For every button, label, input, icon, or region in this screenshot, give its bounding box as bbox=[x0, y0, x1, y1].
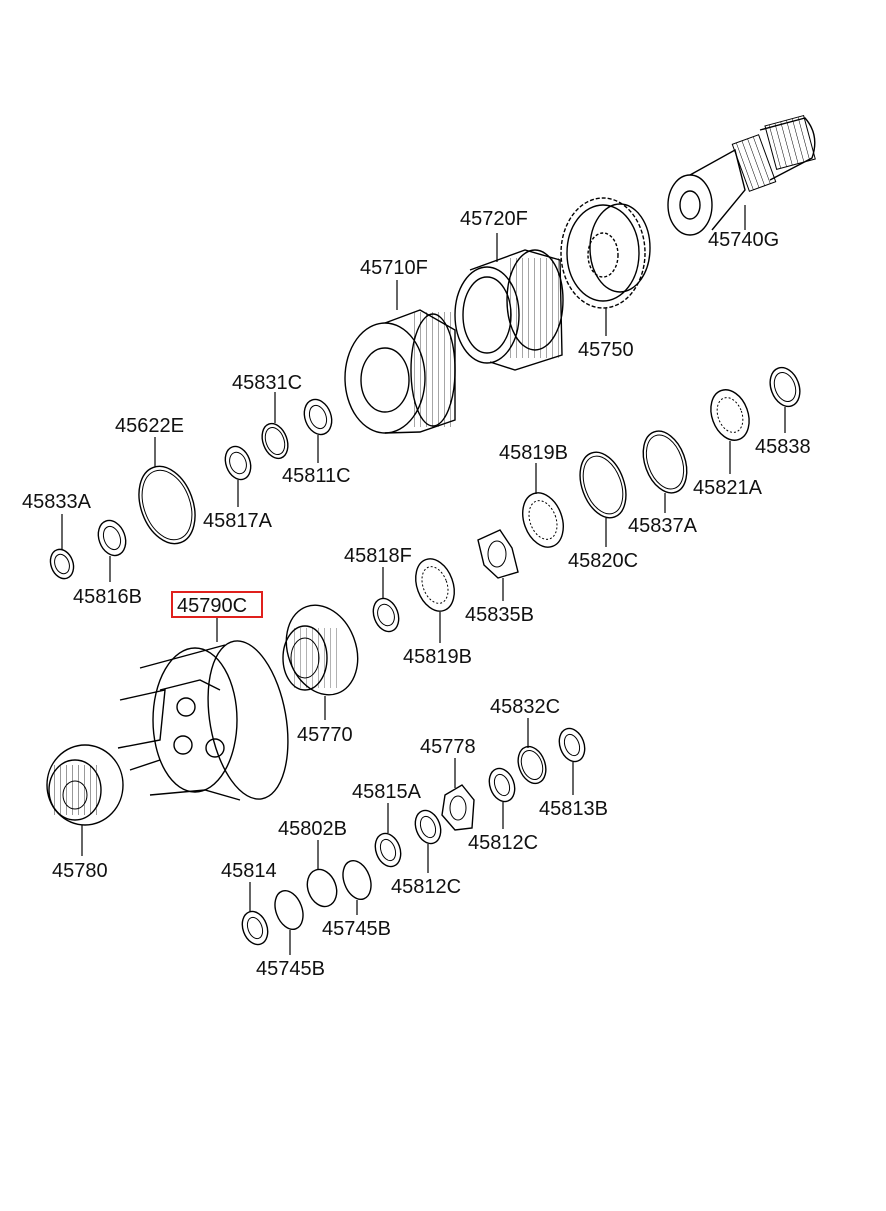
label-45835B[interactable]: 45835B bbox=[465, 604, 534, 626]
part-45819B-bearing-top[interactable] bbox=[516, 487, 571, 553]
part-45802B-plate[interactable] bbox=[302, 865, 341, 910]
part-45815A-bearing[interactable] bbox=[371, 830, 405, 870]
label-45833A[interactable]: 45833A bbox=[22, 491, 92, 513]
part-45818F-bearing[interactable] bbox=[369, 595, 403, 635]
label-45812C-right[interactable]: 45812C bbox=[468, 832, 538, 854]
highlight-box bbox=[171, 591, 263, 618]
label-45720F[interactable]: 45720F bbox=[460, 208, 528, 230]
part-45814-bearing[interactable] bbox=[238, 908, 272, 948]
label-45832C[interactable]: 45832C bbox=[490, 696, 560, 718]
label-45813B[interactable]: 45813B bbox=[539, 798, 608, 820]
label-45814[interactable]: 45814 bbox=[221, 860, 277, 882]
label-45745B-right[interactable]: 45745B bbox=[322, 918, 391, 940]
part-45778-hub[interactable] bbox=[441, 784, 475, 831]
label-45816B[interactable]: 45816B bbox=[73, 586, 142, 608]
part-45770-gear[interactable] bbox=[274, 595, 369, 705]
label-45837A[interactable]: 45837A bbox=[628, 515, 698, 537]
label-45819B-top[interactable]: 45819B bbox=[499, 442, 568, 464]
label-45812C-left[interactable]: 45812C bbox=[391, 876, 461, 898]
label-45745B-left[interactable]: 45745B bbox=[256, 958, 325, 980]
part-45816B-bearing[interactable] bbox=[94, 517, 131, 560]
label-45811C[interactable]: 45811C bbox=[282, 465, 351, 487]
part-45835B-plate[interactable] bbox=[477, 529, 519, 579]
part-45837A-snap-ring[interactable] bbox=[635, 425, 694, 499]
part-45813B-bearing[interactable] bbox=[555, 725, 589, 765]
part-45780-carrier[interactable] bbox=[46, 744, 124, 826]
label-45740G[interactable]: 45740G bbox=[708, 229, 779, 251]
part-45832C-ring[interactable] bbox=[513, 743, 550, 788]
part-45812C-bearing-right[interactable] bbox=[485, 765, 519, 805]
part-45831C-ring[interactable] bbox=[258, 420, 293, 462]
label-45780[interactable]: 45780 bbox=[52, 860, 108, 882]
label-45838[interactable]: 45838 bbox=[755, 436, 811, 458]
part-45819B-bearing-mid[interactable] bbox=[409, 553, 461, 616]
part-45740G-shaft[interactable] bbox=[667, 114, 816, 236]
label-45790C[interactable]: 45790C bbox=[177, 595, 247, 617]
label-45821A[interactable]: 45821A bbox=[693, 477, 763, 499]
label-45818F[interactable]: 45818F bbox=[344, 545, 412, 567]
label-45802B[interactable]: 45802B bbox=[278, 818, 347, 840]
part-45750-gear[interactable] bbox=[560, 197, 651, 309]
label-45778[interactable]: 45778 bbox=[420, 736, 476, 758]
label-45831C[interactable]: 45831C bbox=[232, 372, 302, 394]
part-45817A-bearing[interactable] bbox=[221, 443, 255, 483]
part-45821A-bearing[interactable] bbox=[704, 384, 756, 445]
part-45820C-ring[interactable] bbox=[572, 446, 635, 524]
label-45815A[interactable]: 45815A bbox=[352, 781, 422, 803]
label-45819B-mid[interactable]: 45819B bbox=[403, 646, 472, 668]
label-45710F[interactable]: 45710F bbox=[360, 257, 428, 279]
label-45622E[interactable]: 45622E bbox=[115, 415, 184, 437]
part-45745B-plate-left[interactable] bbox=[270, 887, 308, 933]
part-45811C-bearing[interactable] bbox=[300, 396, 337, 439]
part-45710F-gear[interactable] bbox=[344, 309, 456, 434]
part-45812C-bearing-left[interactable] bbox=[411, 807, 445, 847]
leader-lines bbox=[61, 205, 786, 955]
label-45820C[interactable]: 45820C bbox=[568, 550, 638, 572]
label-45750[interactable]: 45750 bbox=[578, 339, 634, 361]
part-labels: 45740G 45720F 45710F 45750 45831C 45622E… bbox=[22, 208, 811, 980]
part-45790C-clutch-drum[interactable] bbox=[117, 635, 299, 806]
part-45720F-drum[interactable] bbox=[454, 249, 564, 371]
part-45745B-plate-right[interactable] bbox=[338, 857, 376, 903]
part-45622E-snap-ring[interactable] bbox=[129, 459, 205, 552]
label-45770[interactable]: 45770 bbox=[297, 724, 353, 746]
part-45833A-washer[interactable] bbox=[47, 546, 78, 582]
label-45817A[interactable]: 45817A bbox=[203, 510, 273, 532]
part-45838-ring[interactable] bbox=[765, 363, 805, 410]
